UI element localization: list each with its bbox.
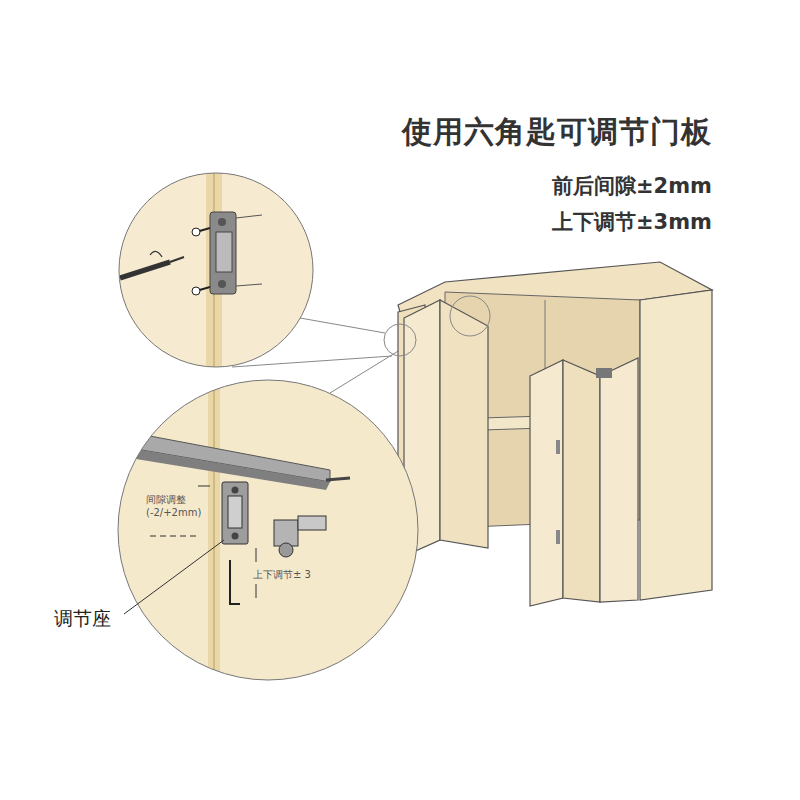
screw-head [192, 228, 200, 236]
door-panel [563, 360, 600, 602]
cup-hinge [274, 520, 298, 546]
hinge-hardware [596, 368, 612, 378]
part-name: 调节座 [52, 606, 113, 632]
hinge-cup [279, 543, 293, 557]
zoom-circle [118, 380, 418, 680]
door-panel [440, 300, 488, 548]
hinge [556, 440, 560, 454]
zoom-circle-outline [118, 380, 418, 680]
adjusting-seat [222, 482, 248, 544]
hex-key [230, 560, 240, 604]
spec-label: 前后间隙±2mm [552, 172, 712, 200]
leader-line [124, 540, 224, 614]
hinge-arm [298, 516, 326, 530]
adjust-arrow [150, 535, 200, 536]
door-edge [208, 380, 220, 680]
screw-hole [218, 218, 226, 226]
adjust-arrow [198, 485, 210, 486]
screw [326, 478, 350, 480]
detail-marker [384, 324, 416, 356]
adjust-arrow [256, 584, 257, 598]
screw-hole [218, 280, 226, 288]
rotation-arrow [150, 251, 162, 257]
screwdriver-tip [170, 257, 184, 262]
adjust-label: 间隙调整 (-2/+2mm) [146, 493, 216, 519]
adjust-arrow [256, 548, 257, 562]
adjust-label: 上下调节± 3 [252, 568, 312, 582]
screw-head [192, 287, 200, 295]
door-edge-line [214, 380, 215, 680]
screwdriver [120, 262, 170, 278]
cabinet-side [640, 290, 712, 600]
title: 使用六角匙可调节门板 [402, 112, 712, 153]
door-panel [600, 358, 638, 602]
leader-line [300, 318, 385, 333]
screw-hole [232, 533, 239, 540]
screw-hole [232, 487, 239, 494]
spec-label: 上下调节±3mm [552, 208, 712, 236]
zoom-circle-outline [119, 173, 313, 367]
adjusting-seat-body [228, 496, 242, 528]
detail-marker [450, 296, 490, 336]
leader-line [236, 284, 262, 286]
hinge-plate [210, 212, 236, 294]
hinge [556, 530, 560, 544]
leader-line [236, 215, 262, 218]
door-panel [530, 360, 563, 606]
hinge-body [216, 232, 232, 272]
